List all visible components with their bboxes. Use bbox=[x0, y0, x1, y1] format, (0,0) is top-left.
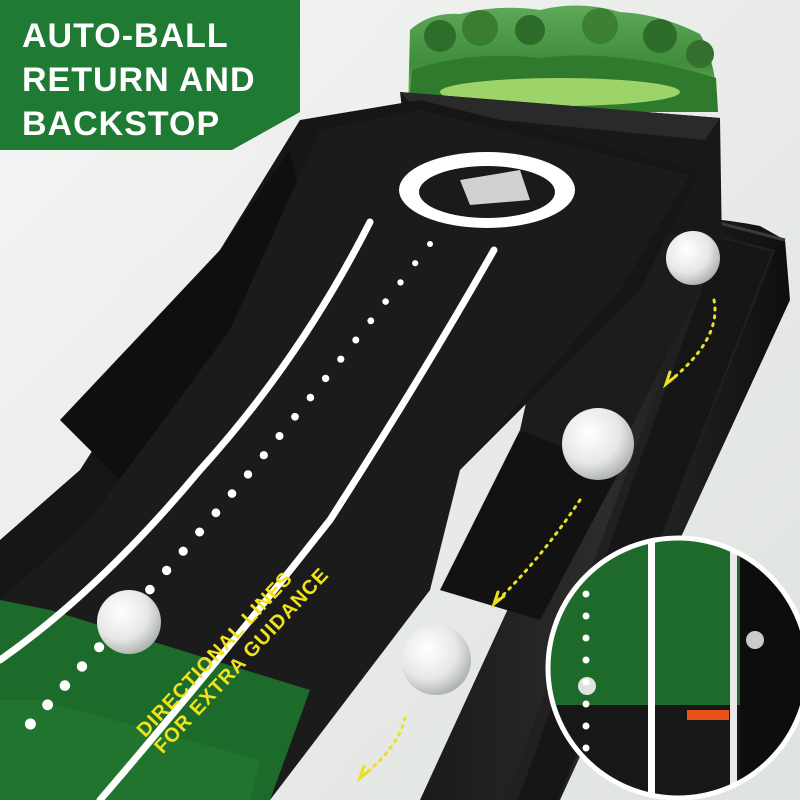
guide-lines bbox=[0, 218, 498, 800]
guide-dot bbox=[291, 412, 299, 421]
guide-dot bbox=[321, 374, 330, 383]
golf-ball bbox=[666, 231, 720, 285]
headline-line-2: RETURN AND bbox=[22, 61, 256, 99]
cup-hole bbox=[399, 152, 575, 228]
putting-ramp bbox=[0, 100, 700, 800]
zoom-inset bbox=[545, 535, 800, 800]
guide-dot bbox=[24, 718, 36, 730]
guide-dot bbox=[211, 508, 221, 518]
golf-balls bbox=[97, 231, 720, 695]
golf-ball bbox=[562, 408, 634, 480]
guide-dot bbox=[243, 470, 253, 479]
headline-line-1: AUTO-BALL bbox=[22, 17, 229, 55]
inset-dot bbox=[582, 656, 590, 664]
guide-dot bbox=[227, 489, 237, 498]
guide-dot bbox=[275, 432, 284, 440]
guide-dot bbox=[306, 393, 315, 402]
inset-dot bbox=[582, 700, 590, 708]
guide-dot bbox=[397, 279, 404, 286]
return-arrow-head bbox=[356, 764, 372, 783]
guide-dot bbox=[42, 699, 53, 711]
golf-ball bbox=[97, 590, 161, 654]
guide-dot bbox=[161, 565, 172, 576]
return-arrow-head bbox=[662, 370, 678, 389]
inset-dot bbox=[582, 612, 590, 620]
golf-ball bbox=[401, 625, 471, 695]
return-arrow-head bbox=[490, 590, 506, 609]
return-arrow bbox=[664, 298, 717, 386]
headline-line-3: BACKSTOP bbox=[22, 105, 221, 143]
guide-dot bbox=[427, 241, 433, 247]
guide-dot bbox=[195, 527, 205, 537]
guide-dot bbox=[178, 546, 188, 556]
return-arrows bbox=[356, 298, 717, 783]
guide-dot bbox=[367, 317, 375, 325]
guide-dot bbox=[337, 355, 345, 363]
inset-dot bbox=[582, 678, 590, 686]
guide-dot bbox=[94, 642, 105, 653]
landscape-backdrop bbox=[408, 5, 718, 113]
guide-dot bbox=[259, 451, 268, 460]
guide-dot bbox=[382, 298, 389, 305]
guide-dot bbox=[412, 260, 419, 267]
guide-dot bbox=[76, 661, 88, 672]
headline-banner: AUTO-BALL RETURN AND BACKSTOP bbox=[0, 0, 300, 150]
inset-dot bbox=[582, 634, 590, 642]
headline-text: AUTO-BALL RETURN AND BACKSTOP bbox=[22, 14, 256, 146]
return-arrow bbox=[492, 498, 582, 606]
guide-dot bbox=[352, 336, 360, 344]
inset-dot bbox=[582, 744, 590, 752]
inset-dot bbox=[582, 722, 590, 730]
guide-dot bbox=[145, 584, 155, 595]
return-arrow bbox=[358, 716, 407, 780]
inset-dot bbox=[582, 590, 590, 598]
guide-dot bbox=[59, 680, 71, 691]
turf-section bbox=[0, 600, 310, 800]
